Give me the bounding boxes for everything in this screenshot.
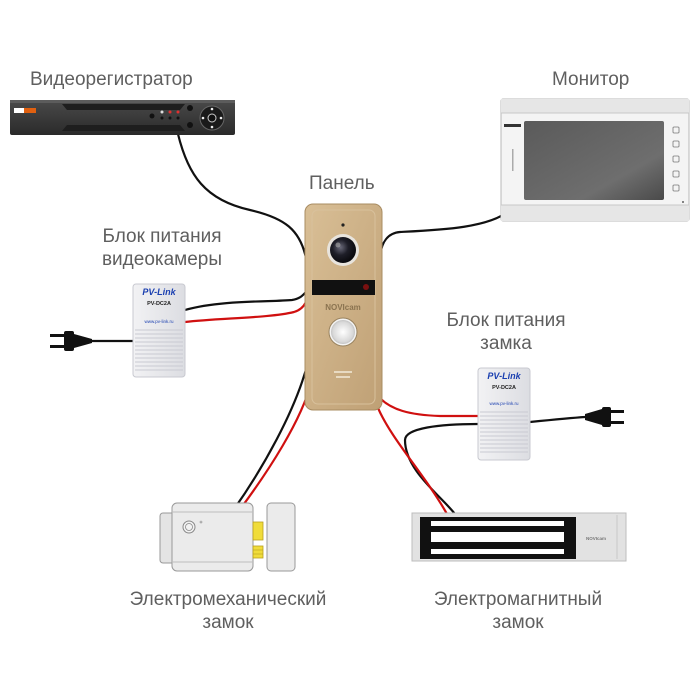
emech-lock-device [159, 502, 296, 572]
wire-psu-lock-emag-black [403, 422, 480, 516]
emech-lock-label-line2: замок [202, 612, 254, 633]
panel-led [363, 284, 369, 290]
wire-psu-lock-plug [528, 415, 587, 424]
wire-monitor-panel [378, 208, 512, 260]
emech-lock-label: Электромеханический замок [118, 588, 338, 634]
psu-camera-label-line2: видеокамеры [101, 249, 223, 270]
psu-camera-power-plug-icon [50, 331, 92, 351]
emech-lock-latch [252, 521, 264, 541]
dvr-led [149, 113, 155, 119]
psu-lock-device: PV-Link PV-DC2A www.pv-link.ru [477, 367, 531, 461]
panel-label: Панель [309, 173, 375, 194]
wire-panel-emech-red [236, 378, 314, 514]
wire-panel-psu-lock-red [376, 394, 480, 418]
panel-mic [341, 223, 345, 227]
emech-lock-label-line1: Электромеханический [129, 589, 327, 610]
emech-lock-strike [266, 502, 296, 572]
wire-dvr-panel [176, 132, 308, 260]
dvr-device [10, 100, 235, 135]
wire-psu-camera-red [183, 300, 308, 324]
emag-lock-label-line2: замок [492, 612, 544, 633]
psu-lock-label-line2: замка [480, 333, 532, 354]
call-panel-device: NOVIcam [304, 203, 383, 411]
monitor-label: Монитор [552, 69, 630, 90]
panel-ir-strip [312, 280, 375, 295]
wire-panel-emag-red [376, 406, 449, 516]
monitor-buttons [672, 126, 680, 192]
dvr-button [187, 105, 193, 111]
emag-lock-device: NOVIcam [411, 512, 627, 562]
emag-lock-brand: NOVIcam [586, 536, 606, 541]
dvr-label: Видеорегистратор [30, 69, 193, 90]
monitor-screen [524, 121, 664, 200]
psu-camera-brand: PV-Link [142, 287, 176, 297]
emag-lock-label-line1: Электромагнитный [433, 589, 603, 610]
emech-lock-keyhole-icon [182, 520, 203, 534]
monitor-logo [504, 124, 521, 127]
panel-call-button [328, 317, 358, 347]
wire-psu-camera-black [183, 290, 308, 312]
monitor-device [500, 98, 690, 222]
psu-camera-model: PV-DC2A [147, 301, 171, 307]
psu-camera-label: Блок питания видеокамеры [92, 225, 232, 271]
psu-lock-model: PV-DC2A [492, 385, 516, 391]
panel-brand-text: NOVIcam [325, 303, 361, 312]
psu-lock-brand: PV-Link [487, 371, 521, 381]
psu-lock-url: www.pv-link.ru [489, 401, 519, 406]
wire-panel-emech-black [230, 360, 310, 514]
psu-camera-vents [135, 329, 183, 371]
dvr-nav-wheel-icon [199, 105, 225, 131]
psu-camera-device: PV-Link PV-DC2A www.pv-link.ru [132, 283, 186, 378]
psu-lock-label-line1: Блок питания [446, 310, 566, 331]
monitor-mic-slot [512, 149, 514, 171]
panel-speaker-grille [334, 371, 352, 378]
psu-camera-url: www.pv-link.ru [144, 319, 174, 324]
psu-lock-power-plug-icon [585, 407, 624, 427]
emag-lock-label: Электромагнитный замок [418, 588, 618, 634]
panel-camera-lens-icon [327, 234, 359, 266]
psu-camera-label-line1: Блок питания [102, 226, 222, 247]
psu-lock-vents [480, 411, 528, 453]
psu-lock-label: Блок питания замка [436, 309, 576, 355]
